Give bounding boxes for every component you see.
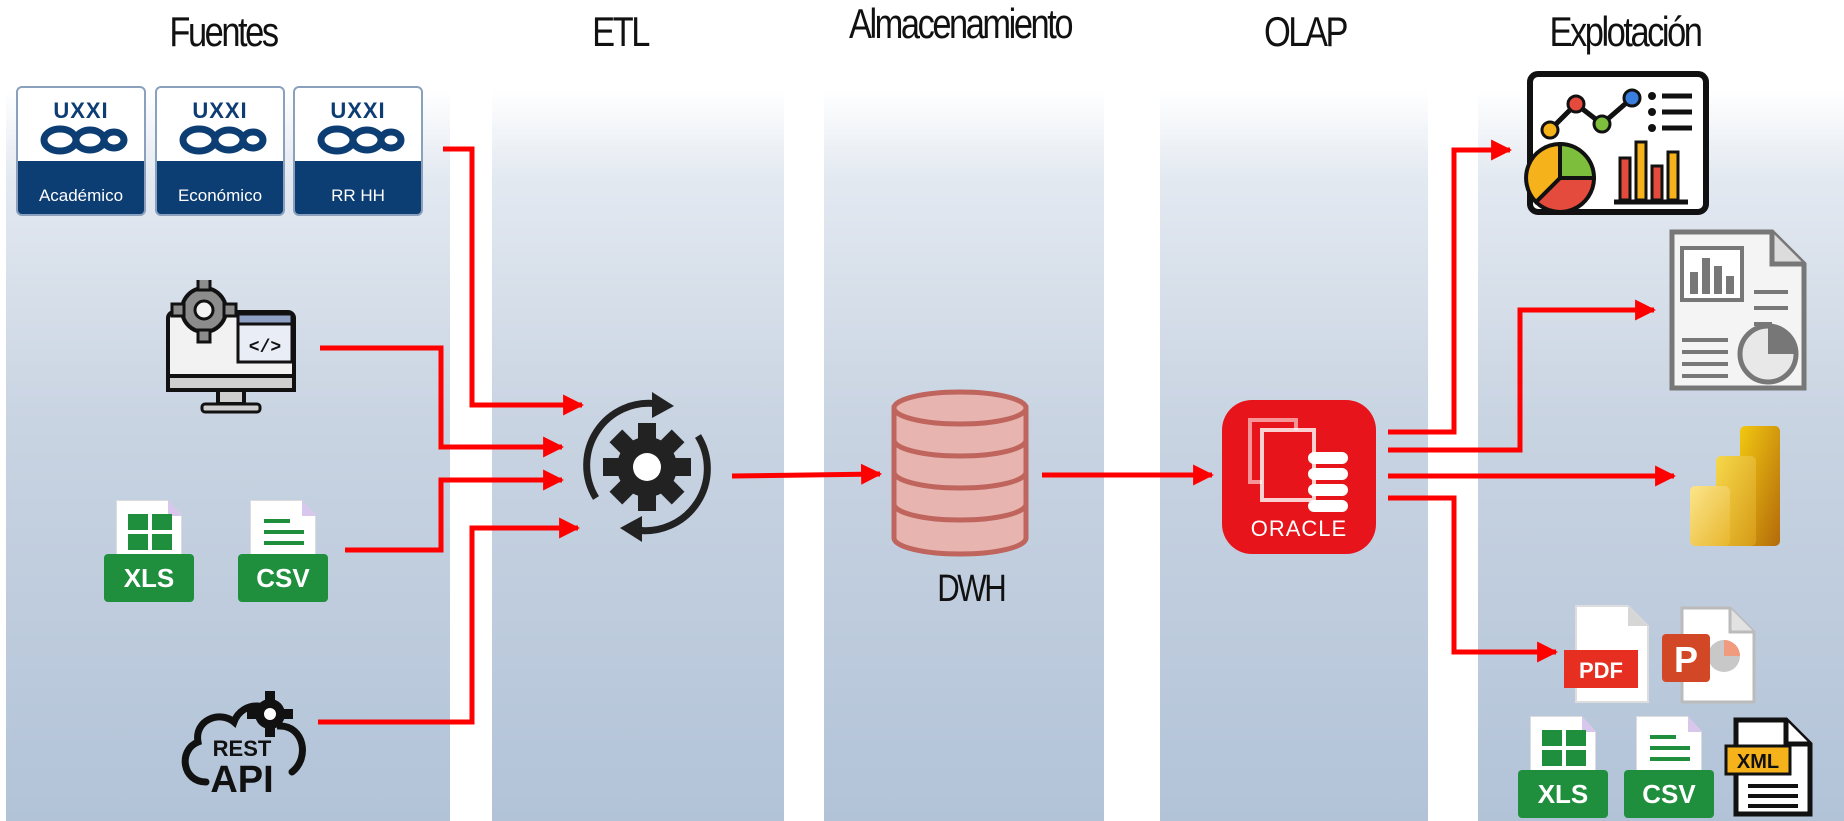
arrow-uxxi-to-etl <box>443 146 585 416</box>
source-xls-file-icon: XLS <box>104 500 194 604</box>
dwh-label: DWH <box>937 568 1007 610</box>
uxxi-brand: UXXI <box>53 98 109 123</box>
arrow-computer-to-etl <box>320 345 565 458</box>
header-olap: OLAP <box>1263 8 1349 55</box>
powerbi-icon <box>1690 426 1780 546</box>
xls-label: XLS <box>1518 770 1608 818</box>
infinity-icon <box>317 125 405 155</box>
arrow-olap-to-report <box>1388 299 1657 453</box>
uxxi-academico-logo: UXXI Académico <box>16 86 146 216</box>
uxxi-brand: UXXI <box>330 98 386 123</box>
dwh-database-icon <box>891 389 1029 557</box>
dashboard-chart-icon <box>1524 71 1709 215</box>
header-exploitation: Explotación <box>1549 8 1702 55</box>
ppt-label: P <box>1674 639 1698 680</box>
api-label: API <box>210 759 273 800</box>
arrow-olap-to-dashboard <box>1388 139 1513 435</box>
rest-label: REST <box>213 736 272 761</box>
infinity-icon <box>179 125 267 155</box>
arrow-files-to-etl <box>345 469 565 553</box>
uxxi-brand: UXXI <box>192 98 248 123</box>
powerpoint-file-icon: P <box>1662 606 1756 704</box>
infinity-icon <box>40 125 128 155</box>
xml-file-icon: XML <box>1724 717 1813 817</box>
report-document-icon <box>1669 229 1807 391</box>
output-csv-file-icon: CSV <box>1624 716 1714 820</box>
oracle-olap-icon: ORACLE <box>1222 400 1376 554</box>
xls-label: XLS <box>104 554 194 602</box>
output-xls-file-icon: XLS <box>1518 716 1608 820</box>
header-sources: Fuentes <box>169 8 279 55</box>
uxxi-economico-logo: UXXI Económico <box>155 86 285 216</box>
source-csv-file-icon: CSV <box>238 500 328 604</box>
pdf-file-icon: PDF <box>1564 605 1649 703</box>
etl-gear-icon <box>583 392 711 542</box>
arrow-etl-to-dwh <box>731 463 883 485</box>
arrow-api-to-etl <box>318 517 581 725</box>
uxxi-module-label: Económico <box>177 186 263 205</box>
header-storage: Almacenamiento <box>848 0 1074 47</box>
header-etl: ETL <box>592 8 650 55</box>
rest-api-cloud-icon: REST API <box>181 691 306 800</box>
csv-label: CSV <box>238 554 328 602</box>
uxxi-module-label: RR HH <box>331 186 385 205</box>
oracle-label: ORACLE <box>1251 516 1347 541</box>
pdf-label: PDF <box>1579 658 1623 683</box>
arrow-olap-to-files <box>1388 495 1559 663</box>
computer-gear-icon: </> <box>166 280 296 414</box>
uxxi-rrhh-logo: UXXI RR HH <box>293 86 423 216</box>
uxxi-module-label: Académico <box>38 186 124 205</box>
csv-label: CSV <box>1624 770 1714 818</box>
svg-text:</>: </> <box>249 338 281 358</box>
xml-label: XML <box>1737 751 1779 773</box>
